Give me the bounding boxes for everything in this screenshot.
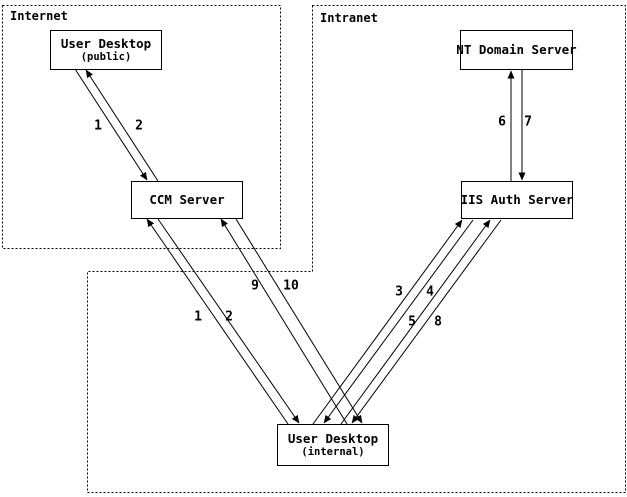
arrow-1-internal-desktop-to-ccm: [146, 218, 289, 425]
node-subtitle: (internal): [301, 446, 365, 458]
intranet-zone-label: Intranet: [320, 11, 378, 25]
edge-label-7: 7: [524, 114, 532, 130]
arrow-8-iis-to-internal-desktop: [351, 219, 502, 424]
arrow-3-internal-desktop-to-iis: [312, 219, 463, 425]
edge-label-2-public: 2: [135, 118, 143, 134]
node-nt-domain-server: NT Domain Server: [456, 30, 577, 70]
node-subtitle: (public): [80, 51, 132, 63]
edge-label-1-internal: 1: [194, 309, 202, 325]
edge-label-9: 9: [251, 278, 259, 294]
edge-label-6: 6: [498, 114, 506, 130]
edge-label-2-internal: 2: [225, 309, 233, 325]
edge-label-1-public: 1: [94, 118, 102, 134]
node-title: CCM Server: [149, 192, 225, 207]
arrow-9-internal-desktop-to-ccm: [220, 218, 348, 425]
edge-label-8: 8: [434, 314, 442, 330]
edge-label-3: 3: [395, 284, 403, 300]
node-user-desktop-public: User Desktop (public): [50, 30, 162, 70]
edge-label-4: 4: [426, 284, 434, 300]
intranet-zone-border: [87, 5, 626, 493]
edge-label-5: 5: [408, 314, 416, 330]
node-title: User Desktop: [60, 36, 152, 51]
node-iis-auth-server: IIS Auth Server: [461, 181, 573, 219]
node-user-desktop-internal: User Desktop (internal): [277, 424, 389, 466]
arrow-10-ccm-to-internal-desktop: [235, 218, 363, 424]
arrow-2-ccm-to-public-desktop: [85, 69, 159, 182]
node-title: User Desktop: [287, 431, 379, 446]
internet-zone-border: [2, 5, 281, 249]
node-title: NT Domain Server: [456, 42, 577, 57]
arrow-4-iis-to-internal-desktop: [323, 219, 474, 424]
edge-label-10: 10: [283, 278, 299, 294]
arrow-2-ccm-to-internal-desktop: [157, 218, 300, 424]
internet-zone-label: Internet: [10, 9, 68, 23]
arrow-5-internal-desktop-to-iis: [340, 219, 491, 425]
node-title: IIS Auth Server: [460, 192, 574, 207]
arrow-1-public-desktop-to-ccm: [74, 68, 148, 181]
node-ccm-server: CCM Server: [131, 181, 243, 219]
